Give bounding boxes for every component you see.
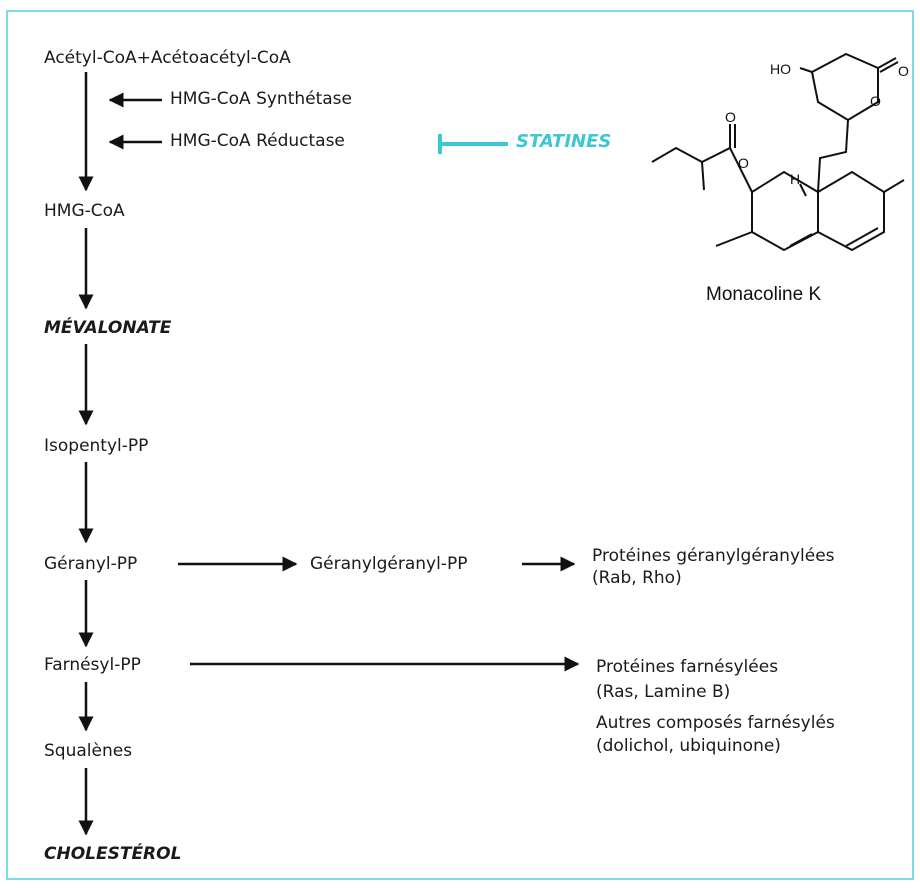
atom-o-ring: O: [870, 93, 881, 109]
node-proteines-farnesylees: Protéines farnésylées: [596, 657, 779, 677]
atom-ho: HO: [770, 61, 791, 77]
inhibitor-statines: STATINES: [516, 131, 612, 152]
atom-o-ester-carbonyl: O: [725, 109, 736, 125]
node-geranylgeranyl-pp: Géranylgéranyl-PP: [310, 554, 468, 574]
node-proteines-geranylgeranylees: Protéines géranylgéranylées: [592, 546, 835, 566]
node-geranyl-pp: Géranyl-PP: [44, 554, 138, 574]
monacoline-k-structure: [651, 52, 905, 252]
pathway-start: Acétyl-CoA+Acétoacétyl-CoA: [44, 48, 291, 68]
molecule-name: Monacoline K: [706, 284, 822, 305]
enzyme-hmg-coa-reductase: HMG-CoA Réductase: [170, 131, 345, 151]
node-proteines-farnesylees-examples: (Ras, Lamine B): [596, 682, 731, 702]
node-hmg-coa: HMG-CoA: [44, 201, 125, 221]
node-mevalonate: MÉVALONATE: [44, 318, 172, 338]
node-autres-composes-farnesyles-examples: (dolichol, ubiquinone): [596, 736, 781, 756]
node-farnesyl-pp: Farnésyl-PP: [44, 655, 141, 675]
node-squalenes: Squalènes: [44, 741, 133, 761]
atom-h: H: [790, 171, 800, 187]
node-autres-composes-farnesyles: Autres composés farnésylés: [596, 713, 835, 733]
node-isopentyl-pp: Isopentyl-PP: [44, 436, 149, 456]
enzyme-hmg-coa-synthetase: HMG-CoA Synthétase: [170, 89, 352, 109]
node-cholesterol: CHOLESTÉROL: [44, 844, 182, 864]
node-proteines-geranylgeranylees-examples: (Rab, Rho): [592, 568, 682, 588]
atom-o-ester: O: [738, 155, 749, 171]
figure-frame: [6, 10, 914, 880]
atom-o-carbonyl: O: [898, 63, 909, 79]
